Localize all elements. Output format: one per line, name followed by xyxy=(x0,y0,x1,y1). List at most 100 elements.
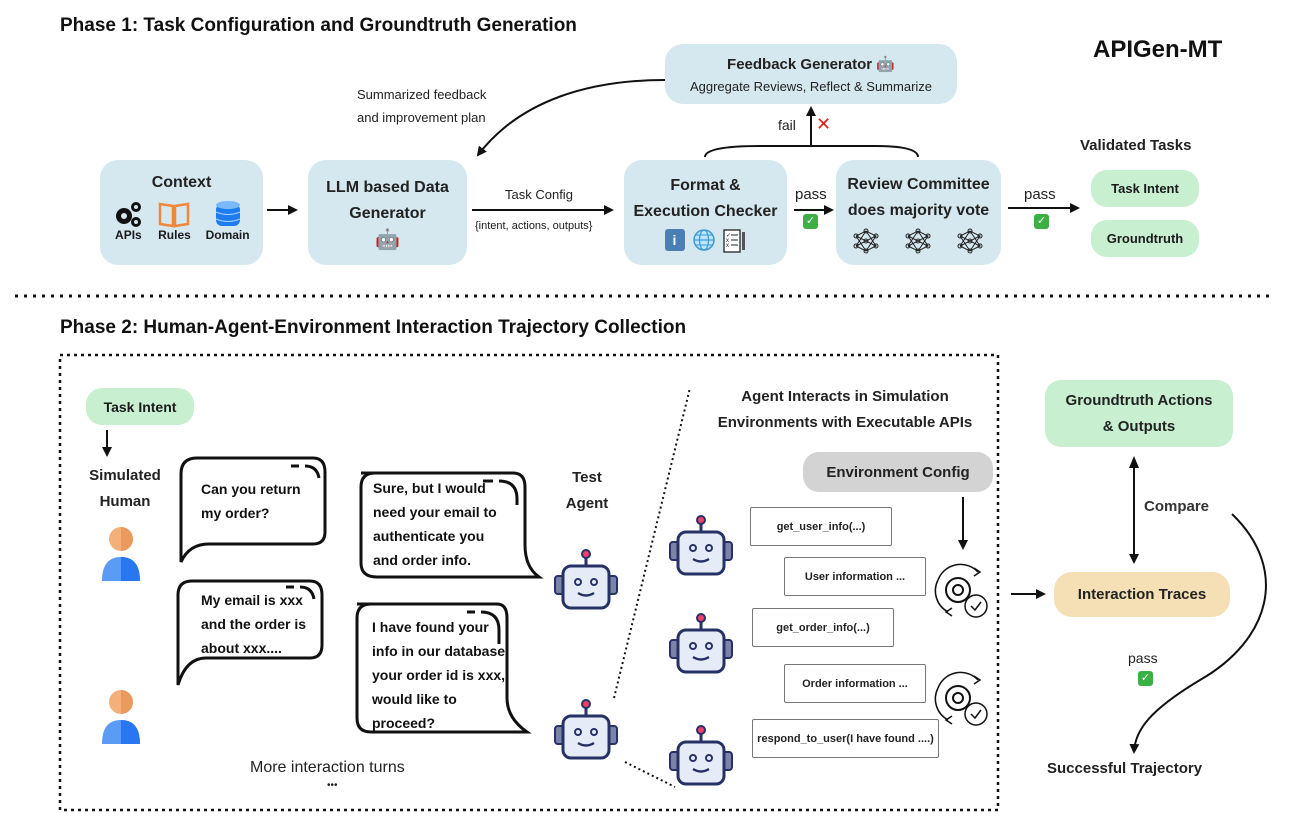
successful-trajectory-label: Successful Trajectory xyxy=(1047,760,1203,777)
agent-bubble-2 xyxy=(355,602,532,734)
execution-gear-icon xyxy=(934,563,988,618)
committee-line1: Review Committee xyxy=(847,175,990,193)
groundtruth-line1: Groundtruth Actions xyxy=(1065,391,1213,409)
simulated-human-line1: Simulated xyxy=(89,467,161,484)
context-item-apis: APIs xyxy=(113,200,143,242)
validated-groundtruth: Groundtruth xyxy=(1091,220,1199,257)
execution-gear-icon xyxy=(934,671,988,726)
neural-net-icon xyxy=(905,228,930,253)
environment-config-box: Environment Config xyxy=(803,452,993,492)
check-icon: ✓ xyxy=(1034,214,1049,229)
env-robot-icon xyxy=(669,515,733,576)
database-icon xyxy=(215,201,240,226)
zoom-line-top xyxy=(613,387,691,699)
svg-text:x: x xyxy=(726,243,729,249)
pass-label-3: pass xyxy=(1128,650,1158,666)
api-call-get-user-info: get_user_info(...) xyxy=(750,507,892,546)
test-agent-line2: Agent xyxy=(565,495,609,512)
context-item-domain: Domain xyxy=(206,200,250,242)
more-turns-label: More interaction turns xyxy=(250,759,405,776)
task-config-sublabel: {intent, actions, outputs} xyxy=(475,220,593,232)
env-robot-icon xyxy=(669,725,733,786)
pass-label-2: pass xyxy=(1024,186,1056,203)
check-icon: ✓ xyxy=(1138,671,1153,686)
checker-line1: Format & xyxy=(670,176,741,194)
robot-icon: 🤖 xyxy=(876,54,895,73)
test-agent-line1: Test xyxy=(572,469,602,486)
validated-tasks-title: Validated Tasks xyxy=(1080,137,1192,154)
phase1-title: Phase 1: Task Configuration and Groundtr… xyxy=(60,15,577,36)
feedback-note: Summarized feedback and improvement plan xyxy=(357,83,486,129)
human-bubble-2 xyxy=(176,579,324,686)
feedback-note-line2: and improvement plan xyxy=(357,110,486,125)
agent-robot-icon xyxy=(554,549,618,610)
task-intent-box: Task Intent xyxy=(86,388,194,425)
context-item-rules: Rules xyxy=(158,200,191,242)
env-title-line2: Environments with Executable APIs xyxy=(717,414,973,431)
globe-icon xyxy=(692,228,715,251)
data-generator-line2: Generator xyxy=(349,204,426,222)
context-label-domain: Domain xyxy=(205,228,250,242)
groundtruth-actions-box: Groundtruth Actions & Outputs xyxy=(1045,380,1233,447)
data-generator-box: LLM based Data Generator 🤖 xyxy=(308,160,467,265)
zoom-line-bottom xyxy=(624,761,676,788)
fail-brace xyxy=(704,145,919,158)
interaction-region xyxy=(58,353,1000,812)
checklist-icon: ✓xx xyxy=(722,228,745,253)
validated-task-intent: Task Intent xyxy=(1091,170,1199,207)
feedback-generator-title: Feedback Generator 🤖 xyxy=(727,54,895,73)
arrow-feedback-to-generator xyxy=(476,79,666,157)
api-call-respond-to-user: respond_to_user(I have found ....) xyxy=(752,719,939,758)
more-turns-ellipsis: ••• xyxy=(327,780,338,791)
human-bubble-1 xyxy=(179,456,327,563)
api-response-user-info: User information ... xyxy=(784,557,926,596)
human-avatar-icon xyxy=(102,527,140,581)
fail-label: fail xyxy=(778,117,796,133)
neural-net-icon xyxy=(957,228,982,253)
context-label-rules: Rules xyxy=(158,228,191,242)
api-response-order-info: Order information ... xyxy=(784,664,926,703)
context-label-apis: APIs xyxy=(115,228,142,242)
committee-line2: does majority vote xyxy=(847,201,990,219)
phase2-title: Phase 2: Human-Agent-Environment Interac… xyxy=(60,317,687,338)
data-generator-line1: LLM based Data xyxy=(326,178,449,196)
neural-net-icon xyxy=(853,228,878,253)
arrow-pass-curve xyxy=(1129,513,1267,754)
feedback-generator-subtitle: Aggregate Reviews, Reflect & Summarize xyxy=(689,78,933,94)
pass-label-1: pass xyxy=(795,186,827,203)
feedback-note-line1: Summarized feedback xyxy=(357,87,487,102)
task-config-label: Task Config xyxy=(505,187,573,202)
svg-text:x: x xyxy=(726,238,729,244)
simulated-human-label: Simulated Human xyxy=(80,463,170,515)
book-icon xyxy=(159,202,190,228)
env-title-line1: Agent Interacts in Simulation xyxy=(741,388,949,405)
env-robot-icon xyxy=(669,613,733,674)
api-call-get-order-info: get_order_info(...) xyxy=(752,608,894,647)
gears-icon xyxy=(116,202,142,227)
human-avatar-icon xyxy=(102,690,140,744)
feedback-generator-box: Feedback Generator 🤖 Aggregate Reviews, … xyxy=(665,44,957,104)
context-title: Context xyxy=(151,174,212,191)
compare-label: Compare xyxy=(1144,498,1210,515)
env-title: Agent Interacts in Simulation Environmen… xyxy=(695,384,995,436)
info-icon: i xyxy=(664,228,685,251)
interaction-traces-box: Interaction Traces xyxy=(1054,572,1230,617)
agent-bubble-1 xyxy=(359,471,544,579)
svg-text:✓: ✓ xyxy=(726,233,731,239)
robot-icon: 🤖 xyxy=(375,226,400,251)
simulated-human-line2: Human xyxy=(99,493,151,510)
groundtruth-line2: & Outputs xyxy=(1102,417,1176,435)
test-agent-label: Test Agent xyxy=(560,465,614,517)
checker-line2: Execution Checker xyxy=(633,202,778,220)
agent-robot-icon xyxy=(554,699,618,760)
fail-x-icon: ✕ xyxy=(816,114,832,134)
context-box: Context APIs Rules Domain xyxy=(100,160,263,265)
brand-title: APIGen-MT xyxy=(1093,36,1223,63)
check-icon: ✓ xyxy=(803,214,818,229)
